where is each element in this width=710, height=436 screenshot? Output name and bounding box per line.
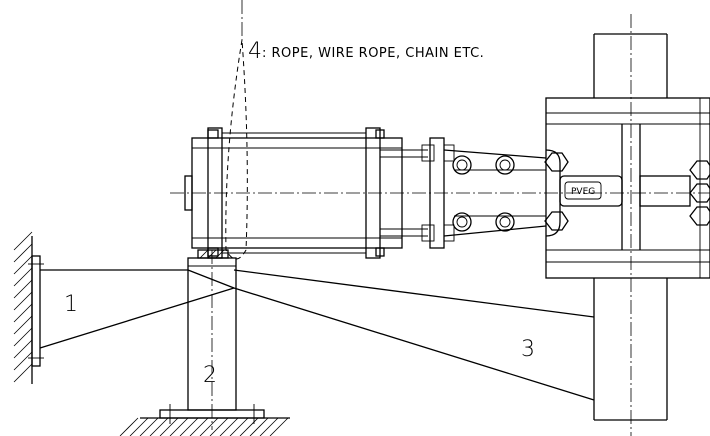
valve-body: PVEG — [544, 97, 710, 279]
rope-sling — [225, 0, 248, 260]
label-2: 2 — [203, 363, 217, 388]
vertical-pipe — [593, 14, 668, 436]
wall-bracket — [13, 231, 235, 384]
support-column — [159, 249, 265, 430]
nameplate-text: PVEG — [571, 187, 595, 197]
label-3: 3 — [521, 337, 535, 362]
label-4: 4 — [248, 39, 262, 64]
floor-hatch — [119, 417, 290, 436]
label-1: 1 — [64, 292, 78, 317]
note-text: : ROPE, WIRE ROPE, CHAIN ETC. — [262, 46, 484, 61]
brace-struts — [233, 269, 595, 401]
